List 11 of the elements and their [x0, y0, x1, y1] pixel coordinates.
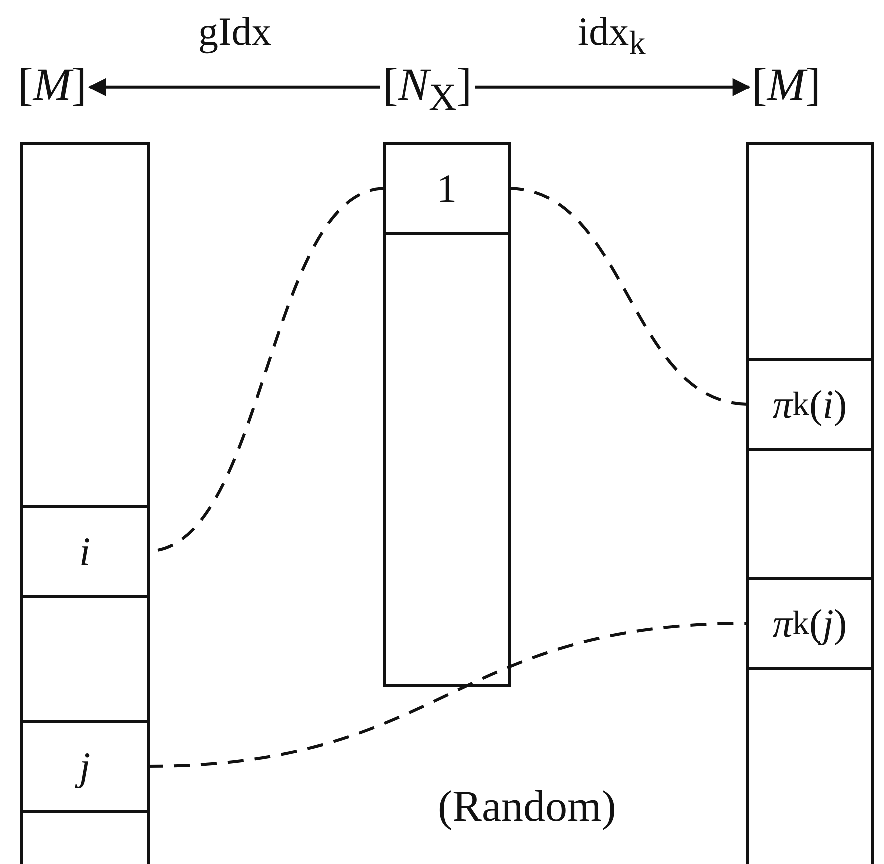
array-column	[383, 142, 511, 687]
set-label: [N$_{X}$]	[383, 62, 472, 118]
array-column	[20, 142, 150, 864]
array-cell: j	[23, 720, 147, 813]
arrow	[88, 78, 380, 96]
array-cell: 1	[386, 142, 508, 235]
set-label: [M]	[752, 62, 821, 108]
arrow	[475, 78, 751, 96]
set-label: [M]	[18, 62, 87, 108]
array-column	[746, 142, 874, 864]
array-cell: i	[23, 505, 147, 598]
